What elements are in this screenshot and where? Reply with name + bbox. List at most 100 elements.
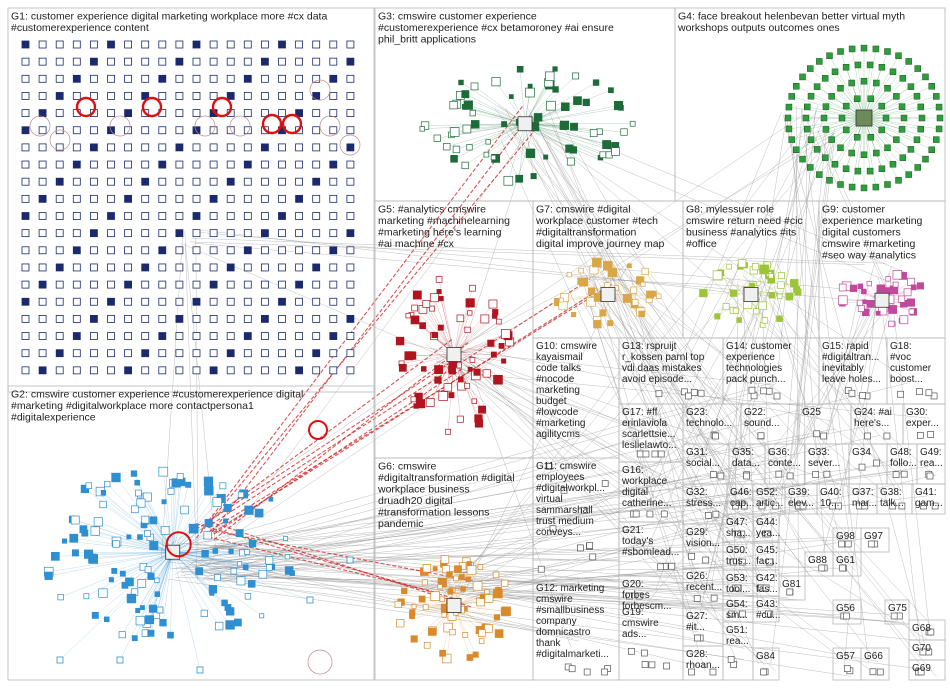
node-square (21, 57, 30, 66)
node-square (175, 332, 184, 340)
node-square (91, 611, 99, 619)
node-square (875, 310, 881, 316)
edge-line (100, 491, 173, 553)
edge-line (172, 510, 250, 553)
edge-line (703, 292, 752, 295)
node-square (209, 212, 218, 220)
edge-line (821, 285, 897, 558)
node-square (134, 489, 142, 497)
node-square (729, 289, 738, 297)
node-square (21, 160, 30, 169)
edge-line (200, 232, 855, 291)
node-square (565, 144, 574, 153)
node-square (640, 281, 646, 287)
node-square (260, 177, 269, 186)
node-square (638, 310, 645, 318)
node-square (244, 505, 254, 515)
node-square (141, 314, 150, 323)
node-square (893, 136, 900, 143)
node-square (916, 282, 925, 290)
node-square (107, 160, 115, 169)
edge-line (857, 64, 865, 119)
edge-line (810, 117, 865, 140)
node-square (118, 631, 126, 639)
node-square (175, 263, 184, 272)
node-square (812, 471, 820, 478)
node-square (141, 177, 150, 186)
group-panel-g84 (752, 647, 780, 681)
node-square (560, 486, 568, 494)
edge-line (426, 344, 842, 658)
node-square (243, 74, 252, 83)
node-square (226, 177, 235, 186)
node-square (209, 246, 218, 255)
group-panel-g75 (884, 599, 910, 625)
group-label-line: G84 (756, 651, 775, 662)
node-square (777, 281, 785, 289)
node-square (458, 79, 464, 86)
node-square (914, 164, 921, 171)
group-label-g31: G31:social... (686, 447, 720, 469)
node-square (260, 74, 269, 83)
node-square (158, 297, 167, 306)
node-square (419, 322, 426, 329)
node-square (456, 314, 465, 323)
group-label-line: G61 (836, 555, 855, 566)
node-square (90, 74, 98, 83)
node-square (461, 90, 470, 99)
node-square (21, 40, 30, 49)
edge-line (505, 108, 741, 577)
node-square (465, 576, 471, 583)
node-square (346, 74, 355, 83)
group-label-g52: G52:artic... (756, 487, 783, 509)
node-square (449, 127, 460, 137)
node-square (838, 283, 847, 292)
edge-line (592, 301, 856, 571)
group-label-g68: G68 (912, 623, 931, 634)
node-square (892, 270, 903, 280)
group-label-g32: G32:stress... (686, 487, 721, 509)
node-square (436, 289, 442, 295)
node-square (768, 273, 774, 279)
node-square (784, 114, 792, 122)
node-square (928, 146, 935, 154)
node-square (226, 194, 235, 203)
node-square (488, 299, 498, 309)
group-label-g37: G37:mar... (852, 487, 877, 509)
node-square (90, 263, 98, 272)
node-square (608, 87, 614, 94)
edge-line (530, 133, 759, 664)
node-square (141, 332, 150, 340)
node-square (918, 114, 926, 122)
node-square (141, 246, 150, 255)
hub-node (743, 287, 759, 302)
node-square (515, 174, 524, 183)
group-label-line: boost... (890, 374, 923, 385)
node-square (838, 114, 846, 122)
node-square (107, 212, 115, 220)
node-square (254, 508, 264, 518)
node-square (853, 95, 861, 103)
node-square (401, 587, 408, 595)
node-square (906, 298, 915, 307)
node-square (55, 280, 64, 289)
group-label-line: cmswire (622, 618, 659, 629)
node-square (474, 414, 483, 423)
node-square (260, 366, 269, 375)
hub-node-ring (75, 96, 97, 118)
node-square (107, 263, 115, 272)
group-label-line: pack punch... (726, 374, 785, 385)
node-square (236, 576, 246, 586)
edge-line (451, 113, 816, 594)
node-square (90, 212, 98, 220)
edge-line (103, 492, 173, 553)
node-square (329, 126, 338, 135)
node-square (226, 160, 235, 169)
node-square (192, 160, 201, 169)
node-square (226, 314, 235, 323)
group-label-line: #lowcode (536, 407, 579, 418)
node-square (884, 48, 891, 55)
edge-line (600, 138, 817, 283)
node-square (100, 489, 107, 496)
node-square (124, 160, 132, 169)
